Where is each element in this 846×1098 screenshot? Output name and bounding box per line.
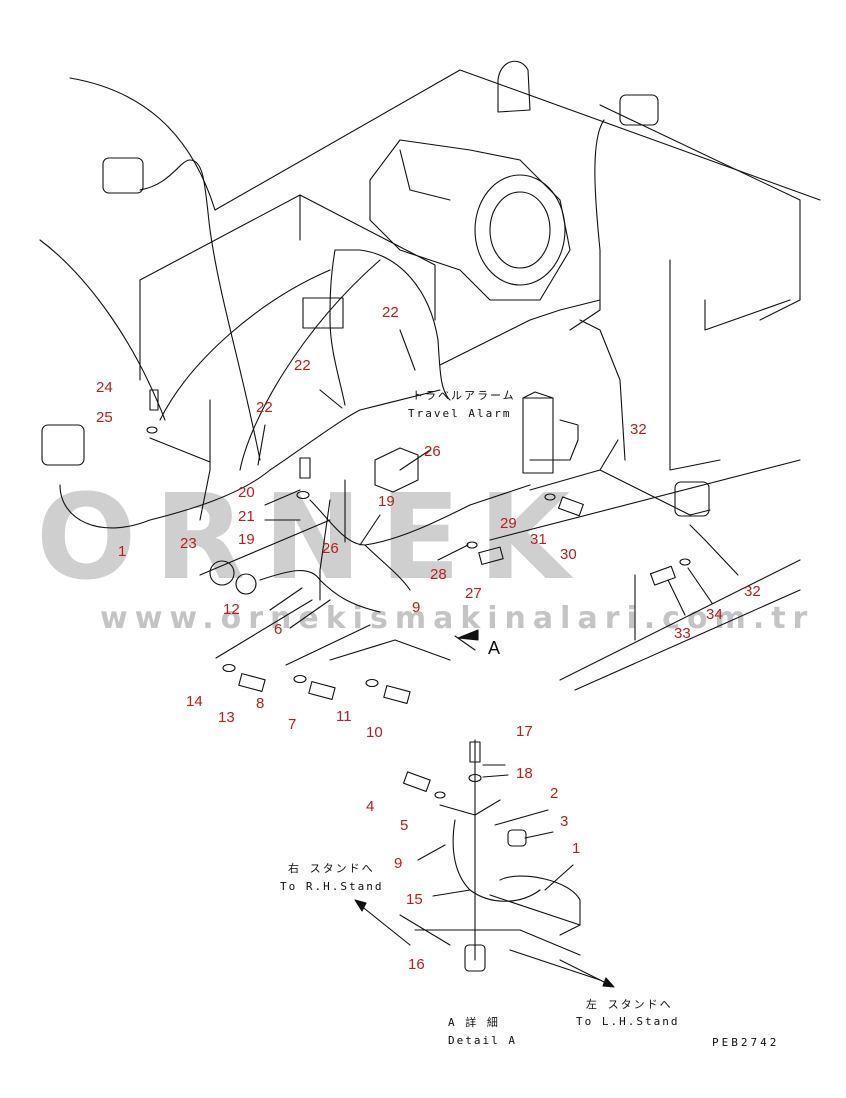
callout-26: 26 <box>424 443 441 460</box>
callout-4: 4 <box>366 798 375 815</box>
callout-2: 2 <box>550 785 559 802</box>
lh-stand-label-jp: 左 スタンドへ <box>586 998 673 1011</box>
callout-25: 25 <box>96 409 113 426</box>
callout-30: 30 <box>560 546 577 563</box>
callout-12: 12 <box>223 601 240 618</box>
callout-32: 32 <box>744 583 761 600</box>
callout-22: 22 <box>294 357 311 374</box>
callout-22: 22 <box>256 399 273 416</box>
rh-stand-label-en: To R.H.Stand <box>280 880 384 893</box>
callout-20: 20 <box>238 484 255 501</box>
drawing-number: PEB2742 <box>712 1036 780 1049</box>
callout-22: 22 <box>382 304 399 321</box>
callout-9: 9 <box>394 855 403 872</box>
callout-8: 8 <box>256 695 265 712</box>
travel-alarm-label-jp: トラベルアラーム <box>412 389 516 402</box>
watermark-brand: ORNEK <box>36 468 588 606</box>
rh-stand-label-jp: 右 スタンドへ <box>288 862 375 875</box>
callout-23: 23 <box>180 535 197 552</box>
view-arrow-label: A <box>488 638 501 658</box>
callout-7: 7 <box>288 716 297 733</box>
watermark-url: www.ornekismakinalari.com.tr <box>100 601 815 636</box>
callout-29: 29 <box>500 515 517 532</box>
callout-11: 11 <box>336 708 352 725</box>
detail-label-en: Detail A <box>448 1034 517 1047</box>
callout-19: 19 <box>378 493 395 510</box>
callout-9: 9 <box>412 599 421 616</box>
callout-15: 15 <box>406 891 423 908</box>
callout-31: 31 <box>530 531 547 548</box>
callout-10: 10 <box>366 724 383 741</box>
callout-17: 17 <box>516 723 533 740</box>
lh-stand-label-en: To L.H.Stand <box>576 1015 680 1028</box>
callout-1: 1 <box>118 543 127 560</box>
callout-32: 32 <box>630 421 647 438</box>
callout-24: 24 <box>96 379 113 396</box>
callout-6: 6 <box>274 621 283 638</box>
callout-18: 18 <box>516 765 533 782</box>
travel-alarm-label-en: Travel Alarm <box>408 407 512 420</box>
callout-3: 3 <box>560 813 569 830</box>
callout-27: 27 <box>465 585 482 602</box>
callout-16: 16 <box>408 956 425 973</box>
callout-1: 1 <box>572 840 581 857</box>
callout-5: 5 <box>400 817 409 834</box>
callout-26: 26 <box>322 540 339 557</box>
callout-33: 33 <box>674 625 691 642</box>
callout-21: 21 <box>238 508 255 525</box>
callout-28: 28 <box>430 566 447 583</box>
callout-19: 19 <box>238 531 255 548</box>
callout-34: 34 <box>706 606 723 623</box>
detail-label-jp: A 詳 細 <box>448 1016 500 1029</box>
callout-14: 14 <box>186 693 203 710</box>
callout-13: 13 <box>218 709 235 726</box>
